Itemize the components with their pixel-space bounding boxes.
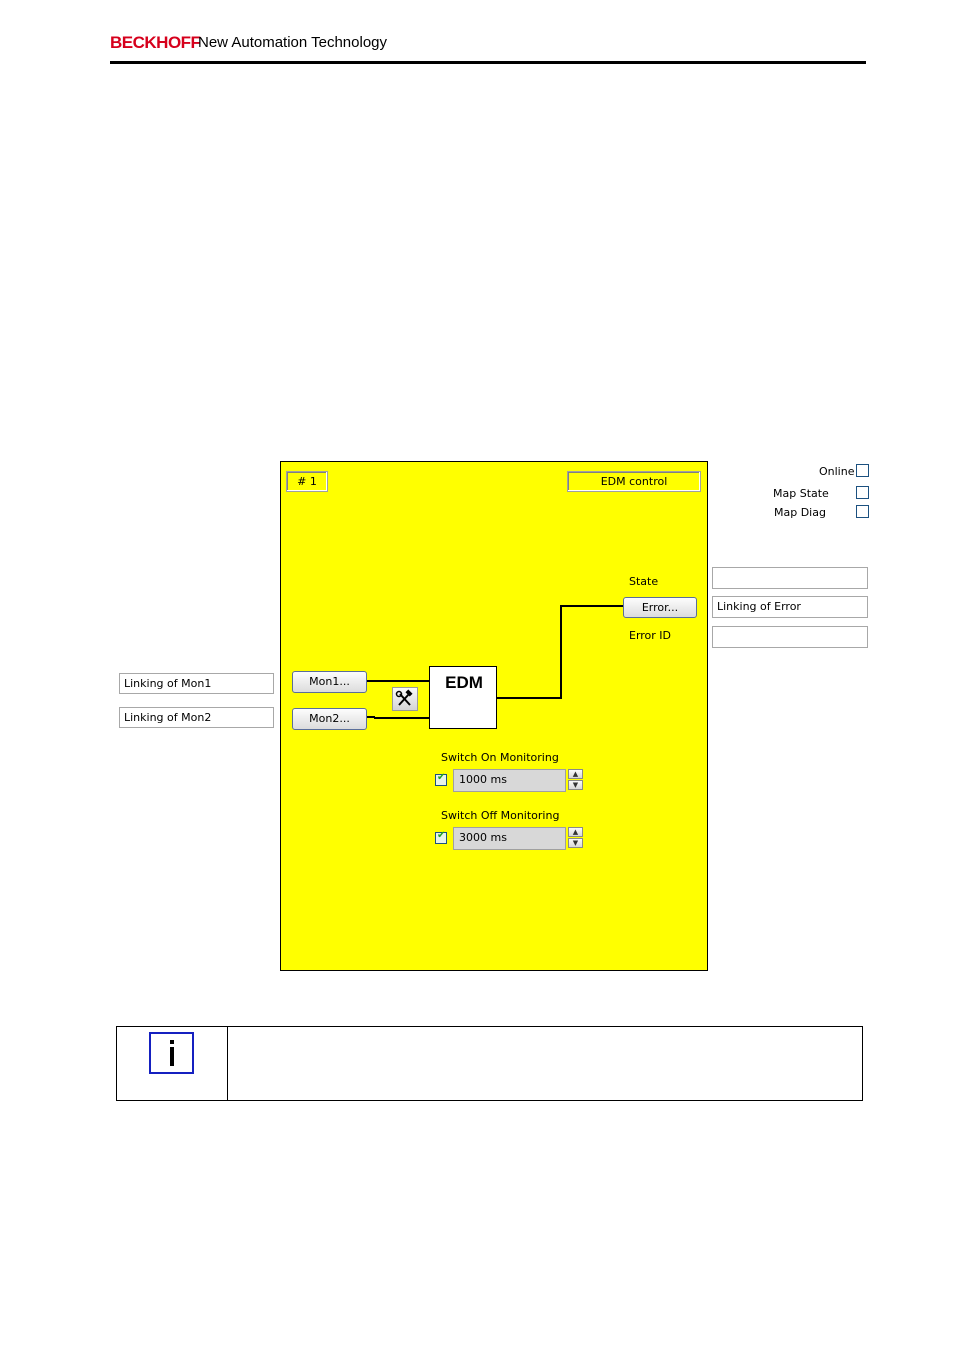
brand-logo: BECKHOFF bbox=[110, 33, 201, 52]
switch-off-label: Switch Off Monitoring bbox=[441, 809, 560, 822]
map-state-checkbox[interactable] bbox=[856, 486, 869, 499]
switch-on-checkbox[interactable] bbox=[435, 772, 447, 786]
switch-off-checkbox[interactable] bbox=[435, 830, 447, 844]
brand-tagline: New Automation Technology bbox=[198, 34, 388, 51]
error-button[interactable]: Error... bbox=[623, 597, 697, 618]
info-icon bbox=[149, 1032, 194, 1074]
header-rule bbox=[110, 61, 866, 64]
map-diag-label: Map Diag bbox=[774, 506, 826, 519]
mon2-wire bbox=[374, 717, 429, 719]
switch-off-up-arrow-icon[interactable]: ▲ bbox=[568, 827, 583, 837]
error-link-field[interactable]: Linking of Error bbox=[712, 596, 868, 618]
online-label: Online bbox=[819, 465, 855, 478]
switch-on-down-arrow-icon[interactable]: ▼ bbox=[568, 780, 583, 790]
switch-on-label: Switch On Monitoring bbox=[441, 751, 559, 764]
mon1-button[interactable]: Mon1... bbox=[292, 671, 367, 693]
mon2-link-field[interactable]: Linking of Mon2 bbox=[119, 707, 274, 728]
tool-button[interactable] bbox=[392, 687, 418, 711]
edm-block-label: EDM bbox=[445, 673, 483, 692]
hammer-wrench-icon bbox=[395, 689, 413, 706]
note-box bbox=[116, 1026, 863, 1101]
connection-lines bbox=[367, 605, 623, 719]
switch-on-up-arrow-icon[interactable]: ▲ bbox=[568, 769, 583, 779]
switch-off-value-field[interactable]: 3000 ms bbox=[453, 827, 566, 850]
state-link-field[interactable] bbox=[712, 567, 868, 589]
error-wire bbox=[497, 605, 623, 699]
map-state-label: Map State bbox=[773, 487, 829, 500]
map-diag-checkbox[interactable] bbox=[856, 505, 869, 518]
fb-number-field[interactable]: # 1 bbox=[286, 471, 328, 492]
fb-type-field[interactable]: EDM control bbox=[567, 471, 701, 492]
state-label: State bbox=[629, 575, 659, 588]
switch-off-down-arrow-icon[interactable]: ▼ bbox=[568, 838, 583, 848]
online-checkbox[interactable] bbox=[856, 464, 869, 477]
mon1-link-field[interactable]: Linking of Mon1 bbox=[119, 673, 274, 694]
error-id-link-field[interactable] bbox=[712, 626, 868, 648]
edm-block: EDM bbox=[429, 666, 497, 729]
switch-on-value-field[interactable]: 1000 ms bbox=[453, 769, 566, 792]
note-divider bbox=[227, 1026, 228, 1101]
function-block-panel: # 1 EDM control Mon1... Mon2... EDM Stat… bbox=[280, 461, 708, 971]
error-id-label: Error ID bbox=[629, 629, 672, 642]
mon2-button[interactable]: Mon2... bbox=[292, 708, 367, 730]
